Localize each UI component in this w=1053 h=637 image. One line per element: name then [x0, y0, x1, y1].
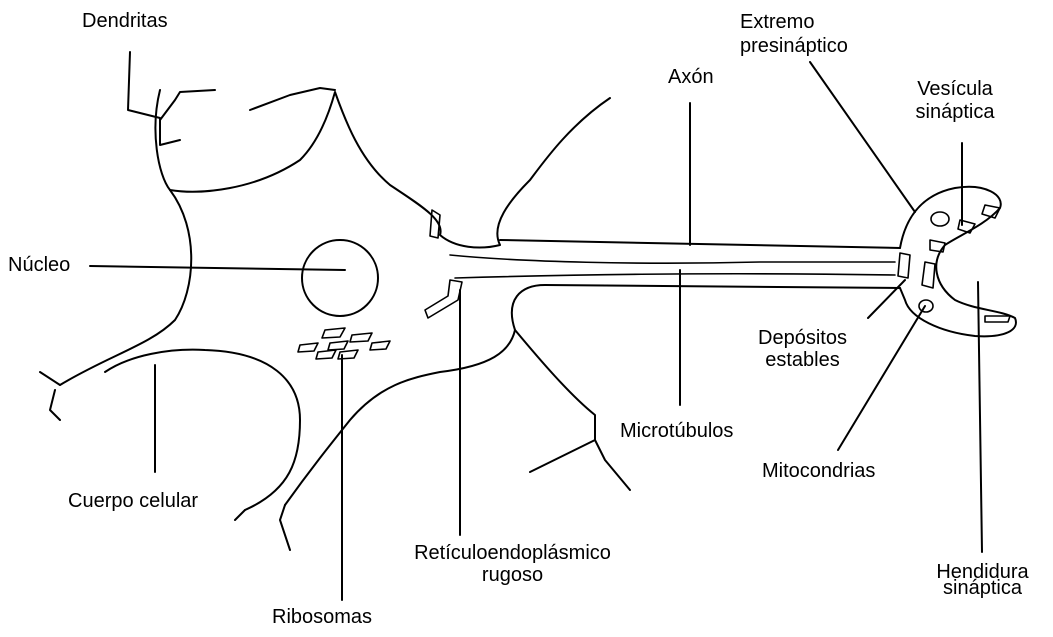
- label-ribosomas: Ribosomas: [272, 606, 372, 628]
- ribosome-6: [316, 350, 336, 359]
- ribosome-3: [298, 343, 318, 352]
- er-shape-1: [430, 210, 440, 238]
- dendrite-4: [40, 372, 60, 420]
- deposit-shape-3: [922, 262, 935, 288]
- deposit-shape-1: [898, 253, 910, 278]
- label-axon: Axón: [668, 66, 714, 88]
- axon-inner-top: [450, 255, 895, 263]
- label-nucleo: Núcleo: [8, 254, 70, 276]
- ribosome-4: [328, 341, 348, 350]
- label-extremo-presinaptico: Extremo presináptico: [740, 10, 848, 58]
- leader-hendidura: [978, 282, 982, 552]
- label-cuerpo-celular: Cuerpo celular: [68, 490, 198, 512]
- nucleus-shape: [302, 240, 378, 316]
- deposit-shape-6: [985, 316, 1010, 322]
- leader-nucleo: [90, 266, 345, 270]
- vesicle-shape: [931, 212, 949, 226]
- ribosome-1: [322, 328, 345, 338]
- label-reticuloendoplasmico: Retículoendoplásmico rugoso: [405, 542, 620, 586]
- leader-depositos: [868, 280, 905, 318]
- label-hendidura-sinaptica: Hendidura sináptica: [925, 564, 1040, 596]
- ribosome-2: [350, 333, 372, 342]
- label-microtubulos: Microtúbulos: [620, 420, 733, 442]
- label-mitocondrias: Mitocondrias: [762, 460, 875, 482]
- label-depositos-estables: Depósitos estables: [745, 327, 860, 371]
- er-shape-2: [425, 280, 462, 318]
- deposit-shape-2: [930, 240, 945, 252]
- dendrite-2: [160, 90, 215, 120]
- dendrite-3: [250, 88, 335, 110]
- axon-inner-bottom: [455, 274, 895, 278]
- upper-membrane: [170, 92, 900, 248]
- dendrite-1: [128, 52, 180, 145]
- deposit-shape-5: [958, 220, 975, 233]
- dendrite-5: [235, 505, 290, 550]
- dendrite-6: [515, 330, 630, 490]
- ribosome-5: [370, 341, 390, 350]
- cell-body-outline: [60, 90, 900, 510]
- label-vesicula-sinaptica: Vesícula sináptica: [900, 78, 1010, 124]
- label-dendritas: Dendritas: [82, 10, 168, 32]
